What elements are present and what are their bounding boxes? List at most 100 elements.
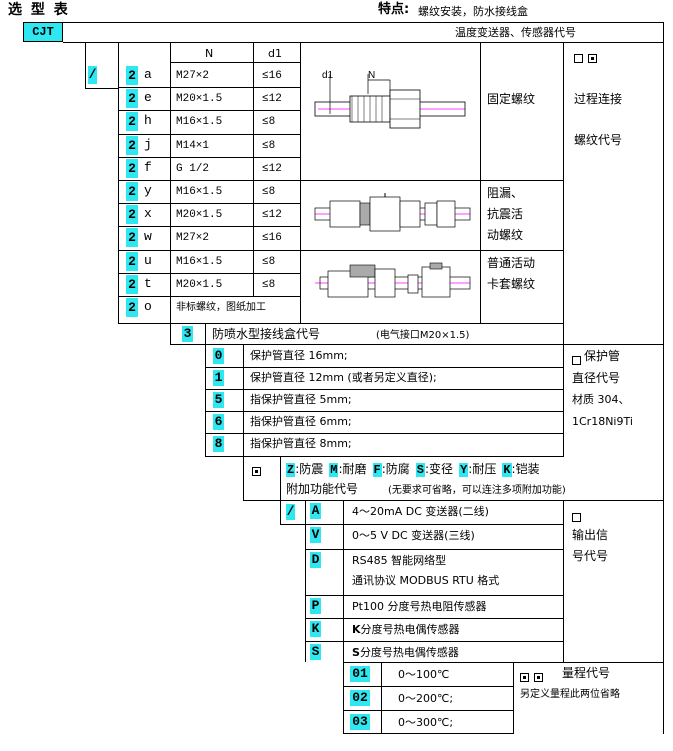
function-text: 变径 [429, 462, 454, 476]
table-rule [118, 157, 300, 158]
pipe-checkbox [572, 350, 581, 369]
pipe-code: 8 [213, 436, 224, 452]
output-text-rest: 分度号热电偶传感器 [360, 623, 460, 636]
thread-suffix: a [144, 67, 152, 82]
table-rule [343, 662, 664, 663]
table-rule [305, 618, 564, 619]
col-d1-header: d1 [268, 47, 282, 60]
thread-suffix: e [144, 90, 152, 105]
pipe-code: 5 [213, 392, 224, 408]
thread-suffix: o [144, 299, 152, 314]
box-note: (电气接口M20×1.5) [376, 330, 470, 341]
table-rule [563, 344, 564, 456]
thread-code: 2 [126, 205, 138, 224]
table-rule [343, 500, 344, 662]
thread-suffix: y [144, 183, 152, 198]
page-title: 选 型 表 [8, 2, 70, 18]
pipe-title-4: 1Cr18Ni9Ti [572, 415, 633, 428]
range-note: 另定义量程此两位省略 [520, 689, 620, 700]
output-code: K [310, 621, 321, 637]
output-text: K分度号热电偶传感器 [352, 623, 460, 637]
function-code: Z [286, 463, 296, 477]
thread-code: 2 [126, 228, 138, 247]
thread-suffix: u [144, 253, 152, 268]
output-text-rest: 分度号热电偶传感器 [359, 646, 459, 659]
thread-code: 2 [126, 112, 138, 131]
function-text: 耐压 [472, 462, 497, 476]
pipe-text: 指保护管直径 5mm; [250, 393, 352, 406]
thread-n: M27×2 [176, 70, 210, 82]
thread-nonstandard: 非标螺纹，图纸加工 [176, 302, 266, 313]
function-code: Y [459, 463, 469, 477]
table-rule [343, 662, 344, 734]
output-text: 4～20mA DC 变送器(二线) [352, 505, 489, 518]
thread-n: M27×2 [176, 232, 210, 244]
thread-d1: ≤12 [262, 209, 282, 221]
connection-title-2: 螺纹代号 [574, 133, 623, 147]
table-rule [381, 662, 382, 734]
table-rule [300, 42, 301, 323]
thread-n: M20×1.5 [176, 93, 223, 105]
thread-code: 2 [126, 275, 138, 294]
table-rule [205, 367, 564, 368]
function-code: F [372, 463, 382, 477]
thread-n: M16×1.5 [176, 186, 223, 198]
function-code: S [415, 463, 425, 477]
pipe-code: 6 [213, 414, 224, 430]
table-rule [118, 323, 300, 324]
output-text-2: 通讯协议 MODBUS RTU 格式 [352, 574, 500, 587]
table-rule [205, 411, 564, 412]
range-checkbox [520, 667, 544, 686]
colon: : [425, 462, 430, 476]
range-code: 02 [350, 690, 370, 706]
pipe-title-1: 保护管 [584, 349, 621, 363]
output-title-1: 输出信 [572, 528, 609, 542]
thread-d1: ≤16 [262, 232, 282, 244]
table-rule [170, 62, 300, 63]
table-rule [205, 456, 564, 457]
output-text: 0～5 V DC 变送器(三线) [352, 529, 475, 542]
table-rule [243, 500, 664, 501]
table-rule [118, 134, 300, 135]
function-code: K [502, 463, 512, 477]
range-text: 0～100℃ [398, 668, 450, 681]
table-rule [663, 500, 664, 662]
thread-suffix: h [144, 113, 152, 128]
pipe-text: 保护管直径 12mm (或者另定义直径); [250, 371, 437, 384]
function-text: 防震 [299, 462, 324, 476]
pipe-code: 0 [213, 348, 224, 364]
table-rule [513, 662, 514, 734]
category-label: 温度变送器、传感器代号 [455, 26, 576, 39]
table-rule [305, 500, 306, 662]
diagram-n-label: N [368, 70, 375, 81]
function-label: 附加功能代号 [286, 482, 359, 496]
function-text: 耐磨 [342, 462, 367, 476]
thread-code: 2 [126, 66, 138, 85]
thread-d1: ≤8 [262, 279, 276, 291]
group-fixed-thread: 固定螺纹 [487, 92, 536, 106]
thread-n: M14×1 [176, 140, 210, 152]
pipe-text: 指保护管直径 8mm; [250, 437, 352, 450]
table-rule [563, 42, 564, 344]
anti-leak-thread-diagram [314, 193, 471, 232]
diagram-d1-label: d1 [322, 70, 334, 81]
thread-d1: ≤8 [262, 140, 276, 152]
range-text: 0～200℃; [398, 692, 454, 705]
col-n-header: N [205, 47, 214, 60]
thread-code: 2 [126, 159, 138, 178]
range-text: 0～300℃; [398, 716, 454, 729]
connection-checkbox [574, 48, 598, 67]
thread-d1: ≤8 [262, 186, 276, 198]
thread-d1: ≤8 [262, 256, 276, 268]
thread-n: G 1/2 [176, 163, 210, 175]
thread-suffix: f [144, 160, 152, 175]
table-rule [118, 180, 300, 181]
pipe-text: 指保护管直径 6mm; [250, 415, 352, 428]
thread-d1: ≤16 [262, 70, 282, 82]
colon: : [468, 462, 473, 476]
pipe-text: 保护管直径 16mm; [250, 349, 348, 362]
function-note: (无要求可省略，可以连注多项附加功能) [388, 485, 566, 496]
pipe-title-3: 材质 304、 [572, 393, 630, 406]
table-rule [118, 250, 300, 251]
